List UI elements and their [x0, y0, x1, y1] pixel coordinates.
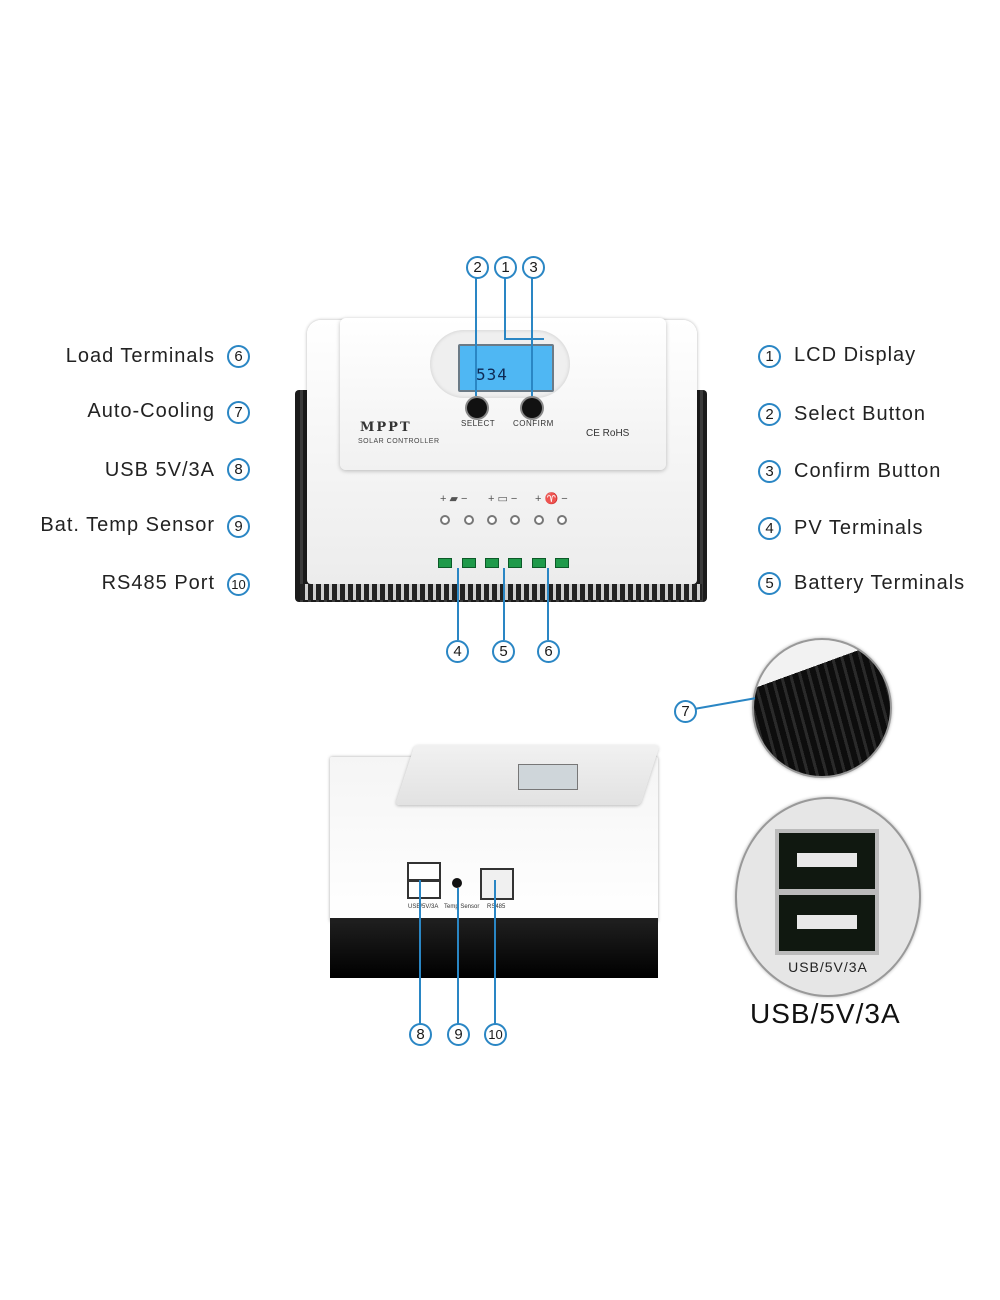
confirm-caption: CONFIRM: [513, 419, 554, 428]
usb-port[interactable]: [407, 880, 441, 899]
label-temp-sensor: Bat. Temp Sensor: [40, 514, 215, 537]
badge-3-top: 3: [522, 256, 545, 279]
lcd-reading: 534: [476, 365, 508, 384]
confirm-knob[interactable]: [522, 398, 542, 418]
leader-line: [504, 338, 544, 340]
rs485-port-caption: RS485: [487, 904, 505, 910]
badge-1-top: 1: [494, 256, 517, 279]
cert-mark: CE RoHS: [586, 428, 629, 439]
label-auto-cooling: Auto-Cooling: [87, 400, 215, 423]
badge-4-bottom: 4: [446, 640, 469, 663]
zoom-usb: USB/5V/3A: [735, 797, 921, 997]
terminal-screw: [440, 515, 450, 525]
leader-line: [504, 276, 506, 338]
green-terminal: [485, 558, 499, 568]
label-rs485: RS485 Port: [102, 572, 215, 595]
badge-5-right: 5: [758, 572, 781, 595]
battery-symbol: + ▭ −: [488, 492, 517, 505]
badge-6-left: 6: [227, 345, 250, 368]
leader-line: [494, 880, 496, 1024]
terminal-screw: [557, 515, 567, 525]
select-caption: SELECT: [461, 419, 495, 428]
usb-port-caption: USB/5V/3A: [408, 904, 438, 910]
side-lcd: [518, 764, 578, 790]
badge-5-bottom: 5: [492, 640, 515, 663]
label-pv-terminals: PV Terminals: [794, 517, 923, 540]
brand-logo: MPPT: [360, 420, 412, 435]
green-terminal: [508, 558, 522, 568]
badge-3-right: 3: [758, 460, 781, 483]
zoom-heatsink: [752, 638, 892, 778]
badge-10-left: 10: [227, 573, 250, 596]
green-terminal: [555, 558, 569, 568]
badge-8-bottom: 8: [409, 1023, 432, 1046]
load-symbol: + ♈ −: [535, 492, 568, 505]
leader-line: [419, 880, 421, 1024]
leader-line: [503, 568, 505, 640]
badge-6-bottom: 6: [537, 640, 560, 663]
label-confirm-button: Confirm Button: [794, 460, 941, 483]
temp-port-caption: Temp Sensor: [444, 904, 479, 910]
badge-9-bottom: 9: [447, 1023, 470, 1046]
badge-2-right: 2: [758, 403, 781, 426]
label-load-terminals: Load Terminals: [66, 345, 215, 368]
select-knob[interactable]: [467, 398, 487, 418]
badge-10-bottom: 10: [484, 1023, 507, 1046]
label-battery-terminals: Battery Terminals: [794, 572, 965, 595]
label-usb: USB 5V/3A: [105, 459, 215, 482]
brand-subtitle: SOLAR CONTROLLER: [358, 438, 440, 445]
zoom-usb-slot: [775, 829, 879, 893]
leader-line: [457, 568, 459, 640]
badge-7-left: 7: [227, 401, 250, 424]
badge-9-left: 9: [227, 515, 250, 538]
label-select-button: Select Button: [794, 403, 926, 426]
green-terminal: [462, 558, 476, 568]
pv-symbol: + ▰ −: [440, 492, 467, 505]
badge-1-right: 1: [758, 345, 781, 368]
badge-7-zoom: 7: [674, 700, 697, 723]
zoom-usb-label: USB/5V/3A: [737, 959, 919, 975]
terminal-screw: [487, 515, 497, 525]
badge-4-right: 4: [758, 517, 781, 540]
leader-line: [531, 276, 533, 396]
green-terminal: [532, 558, 546, 568]
leader-line: [694, 697, 755, 710]
leader-line: [547, 568, 549, 640]
leader-line: [457, 888, 459, 1024]
badge-8-left: 8: [227, 458, 250, 481]
temp-sensor-jack[interactable]: [452, 878, 462, 888]
label-lcd-display: LCD Display: [794, 344, 916, 367]
terminal-screw: [464, 515, 474, 525]
badge-2-top: 2: [466, 256, 489, 279]
usb-port[interactable]: [407, 862, 441, 881]
rs485-port[interactable]: [480, 868, 514, 900]
zoom-usb-slot: [775, 891, 879, 955]
terminal-screw: [534, 515, 544, 525]
usb-caption: USB/5V/3A: [750, 998, 901, 1030]
top-heatsink-fins: [300, 584, 702, 600]
terminal-screw: [510, 515, 520, 525]
leader-line: [475, 276, 477, 396]
green-terminal: [438, 558, 452, 568]
